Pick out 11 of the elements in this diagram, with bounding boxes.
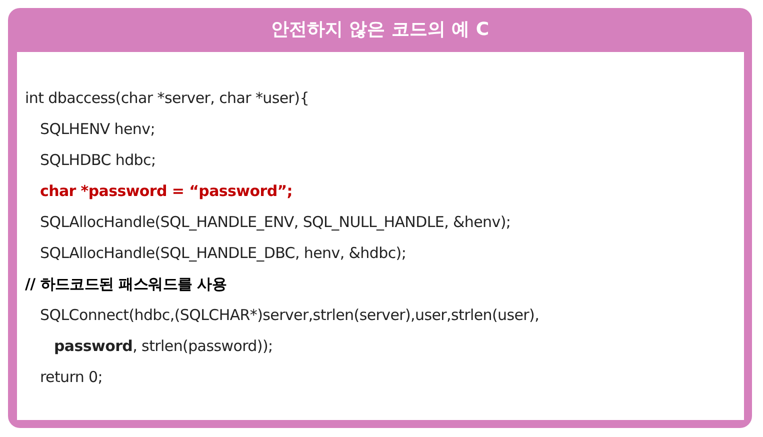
code-line: SQLHDBC hdbc; <box>40 150 156 170</box>
code-line: password, strlen(password)); <box>54 336 273 356</box>
code-line: SQLAllocHandle(SQL_HANDLE_ENV, SQL_NULL_HANDLE, &henv); <box>40 212 511 232</box>
code-line: SQLHENV henv; <box>40 119 155 139</box>
code-comment: // 하드코드된 패스워드를 사용 <box>25 274 227 294</box>
code-line: int dbaccess(char *server, char *user){ <box>25 88 309 108</box>
title: 안전하지 않은 코드의 예 C <box>270 18 490 42</box>
code-line: SQLConnect(hdbc,(SQLCHAR*)server,strlen(server),user,strlen(user), <box>40 305 540 325</box>
code-line: char *password = “password”; <box>40 181 293 201</box>
code-line: SQLAllocHandle(SQL_HANDLE_DBC, henv, &hdbc); <box>40 243 406 263</box>
code-line: return 0; <box>40 367 103 387</box>
